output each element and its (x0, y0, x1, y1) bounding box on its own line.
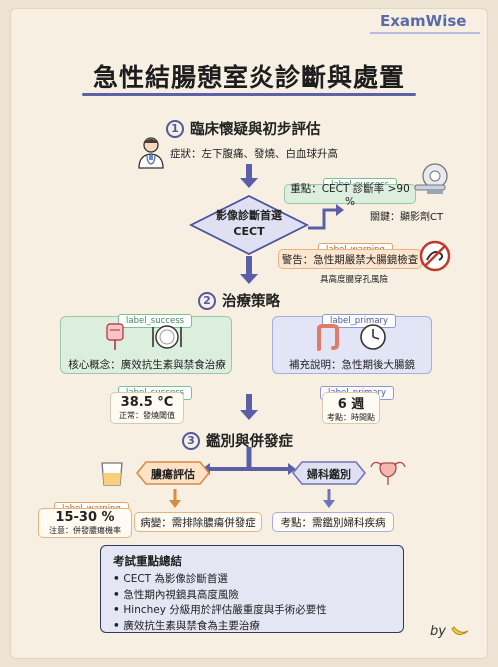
flow-arrow-1-shaft (246, 164, 252, 178)
weeks-note: 考點：時間點 (327, 413, 375, 422)
flow-arrow-2-shaft (246, 256, 252, 274)
no-colonoscope-icon (418, 239, 452, 273)
section2-heading: 2 治療策略 (198, 290, 280, 311)
decision-text: 影像診斷首選 CECT (189, 208, 309, 240)
summary-item: Hinchey 分級用於評估嚴重度與手術必要性 (113, 603, 391, 619)
flow-arrow-3-head (240, 410, 258, 420)
success-tag-2: label_success (118, 314, 193, 328)
flow-arrow-1-head (240, 178, 258, 188)
key-point-box: 重點：CECT 診斷率 >90 % (284, 183, 416, 208)
warning-box: 警告：急性期嚴禁大腸鏡檢查 (278, 249, 422, 269)
clock-icon (358, 322, 388, 352)
treatment-core-text: 核心概念：廣效抗生素與禁食治療 (68, 359, 226, 371)
summary-item: CECT 為影像診斷首選 (113, 572, 391, 588)
brand-logo: ExamWise (380, 12, 467, 30)
decision-line-2: CECT (233, 225, 265, 238)
decision-line-1: 影像診斷首選 (216, 209, 282, 222)
abscess-text-box: 病變：需排除膿瘍併發症 (134, 512, 262, 532)
banana-icon (451, 626, 469, 635)
treatment-supplement-tag-wrap: label_primary (322, 308, 397, 328)
key-term-text: 關鍵：顯影劑CT (370, 212, 444, 223)
abscess-node-label: 膿瘍評估 (151, 468, 195, 481)
temp-note: 正常：發燒閾值 (119, 411, 175, 420)
weeks-box: 6 週 考點：時間點 (322, 392, 380, 424)
abscess-node: 膿瘍評估 (136, 461, 210, 485)
uterus-icon (368, 456, 408, 488)
treatment-core-tag-wrap: label_success (118, 308, 193, 328)
section1-title: 臨床懷疑與初步評估 (190, 122, 321, 138)
section3-heading: 3 鑑別與併發症 (182, 430, 293, 451)
fasting-plate-icon (150, 322, 184, 352)
doctor-icon (135, 134, 167, 170)
warning-note: 具高度腸穿孔風險 (320, 275, 389, 285)
section2-title: 治療策略 (222, 294, 280, 310)
weeks-value: 6 週 (337, 397, 365, 412)
summary-item: 廣效抗生素與禁食為主要治療 (113, 619, 391, 635)
ct-scanner-icon (413, 160, 451, 196)
pct-box: 15-30 % 注意：併發膿瘍機率 (38, 508, 132, 538)
temp-box: 38.5 °C 正常：發燒閾值 (110, 392, 184, 424)
summary-title: 考試重點總結 (113, 554, 182, 568)
decision-diamond: 影像診斷首選 CECT (189, 194, 309, 256)
gyn-node-label: 婦科鑑別 (307, 468, 351, 481)
gyn-node: 婦科鑑別 (292, 461, 366, 485)
brand-underline (370, 32, 480, 34)
treatment-supplement-text: 補充說明：急性期後大腸鏡 (289, 359, 415, 371)
flow-arrow-2-head (240, 274, 258, 284)
summary-panel: 考試重點總結 CECT 為影像診斷首選 急性期內視鏡具高度風險 Hinchey … (100, 545, 404, 633)
pct-value: 15-30 % (55, 510, 115, 525)
section3-title: 鑑別與併發症 (206, 434, 293, 450)
flow-arrow-3-shaft (246, 394, 252, 410)
title-underline (82, 93, 416, 96)
section3-number: 3 (182, 431, 200, 450)
summary-list: CECT 為影像診斷首選 急性期內視鏡具高度風險 Hinchey 分級用於評估嚴… (113, 572, 391, 634)
section1-number: 1 (166, 119, 184, 138)
temp-value: 38.5 °C (120, 395, 174, 410)
abscess-cup-icon (96, 458, 128, 488)
section2-number: 2 (198, 291, 216, 310)
signature-text: by (430, 623, 446, 639)
page-title: 急性結腸憩室炎診斷與處置 (92, 63, 405, 92)
gyn-down-arrow (323, 489, 335, 508)
branch-arrow-right (308, 204, 344, 230)
symptoms-text: 症狀：左下腹痛、發燒、白血球升高 (170, 148, 338, 160)
iv-bag-icon (100, 322, 130, 352)
split-arrows (202, 447, 296, 475)
section1-heading: 1 臨床懷疑與初步評估 (166, 118, 321, 139)
signature: by (430, 623, 470, 639)
colon-icon (312, 322, 344, 352)
pct-note: 注意：併發膿瘍機率 (49, 526, 121, 535)
primary-tag-1: label_primary (322, 314, 397, 328)
summary-item: 急性期內視鏡具高度風險 (113, 588, 391, 604)
abscess-down-arrow (169, 489, 181, 508)
gyn-text-box: 考點：需鑑別婦科疾病 (272, 512, 394, 532)
